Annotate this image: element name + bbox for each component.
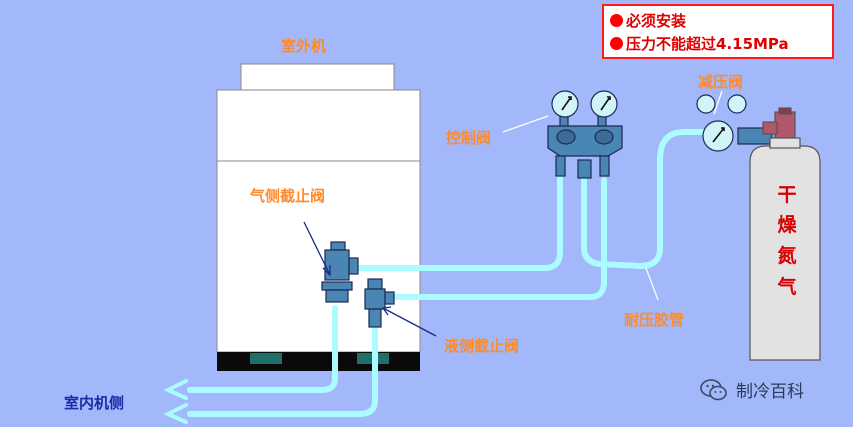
cylinder-text-1: 干 [777,184,797,206]
manifold-window-left [556,129,576,145]
pressure-reducer-label: 减压阀 [698,73,744,91]
outdoor-unit-body [216,89,421,353]
reducer-leader [713,90,723,115]
gauge-right [590,90,618,118]
liquid-side-valve [364,278,395,328]
gas-valve-cap [330,241,346,251]
gas-valve-body [324,249,350,281]
liquid-valve-bottom [368,308,382,328]
hose-leader [645,267,659,301]
gas-valve-lower [325,289,349,303]
gauge-manifold [547,90,623,179]
gas-valve-flange [321,281,353,291]
gauge-left [551,90,579,118]
cylinder-text-4: 气 [777,276,797,298]
leader-lines [303,90,723,337]
watermark: 制冷百科 [700,377,804,402]
gas-valve-label: 气侧截止阀 [250,187,326,205]
notice-line-2: 压力不能超过4.15MPa [610,32,826,55]
gas-valve-leader [303,221,331,276]
notice-line-1: 必须安装 [610,9,826,32]
wechat-icon [700,378,727,400]
liquid-valve-leader [382,307,437,337]
cylinder-valve-cap [778,107,792,115]
red-dot-icon [610,37,623,50]
outdoor-unit-top-cap [240,63,395,93]
outdoor-unit-foot-left [250,353,282,364]
indoor-arrows [163,379,188,424]
reducer-gauge-right [727,94,747,114]
cylinder-text-2: 燥 [777,214,797,236]
gauge-right-needle [600,96,611,111]
nitrogen-cylinder [749,107,821,361]
pressure-hose [581,129,715,269]
indoor-arrow-lower [163,403,188,424]
gas-valve-leader-arrow [322,265,331,277]
manifold-port-center [577,159,592,179]
reducer-gauge-left [696,94,716,114]
hose-label: 耐压胶管 [624,311,685,329]
liquid-valve-body [364,288,386,310]
pipes [187,129,715,417]
notice-text-1: 必须安装 [626,12,687,30]
cylinder-valve-top [774,111,796,141]
liquid-valve-leader-arrow [381,306,392,316]
cylinder-text-3: 氮 [777,245,797,267]
indoor-upper-line [187,305,338,393]
liquid-line-hose [392,177,607,300]
outdoor-unit-base [217,352,420,371]
reducer-needle [712,127,725,143]
control-valve-label: 控制阀 [446,129,492,147]
outdoor-unit [216,63,421,371]
gauge-left-needle [561,96,572,111]
indoor-lower-line [187,317,378,417]
liquid-valve-label: 液侧截止阀 [444,337,520,355]
gas-valve-side-port [348,257,359,275]
liquid-valve-side-port [384,291,395,305]
gas-line-hose [355,173,563,271]
outdoor-unit-label: 室外机 [281,37,327,55]
manifold-window-right [594,129,614,145]
liquid-valve-top [367,278,383,290]
red-dot-icon [610,14,623,27]
notice-text-2: 压力不能超过4.15MPa [626,35,789,53]
manifold-port-right [599,155,610,177]
cylinder-valve-side [762,121,778,135]
cylinder-neck [769,137,801,149]
cylinder-body [749,145,821,361]
manifold-port-left [555,155,566,177]
warning-notice: 必须安装 压力不能超过4.15MPa [602,4,834,59]
watermark-text: 制冷百科 [736,382,804,402]
indoor-side-label: 室内机侧 [64,394,125,412]
control-valve-leader [502,115,549,133]
pressure-reducer [696,94,773,152]
indoor-arrow-upper [163,379,188,400]
